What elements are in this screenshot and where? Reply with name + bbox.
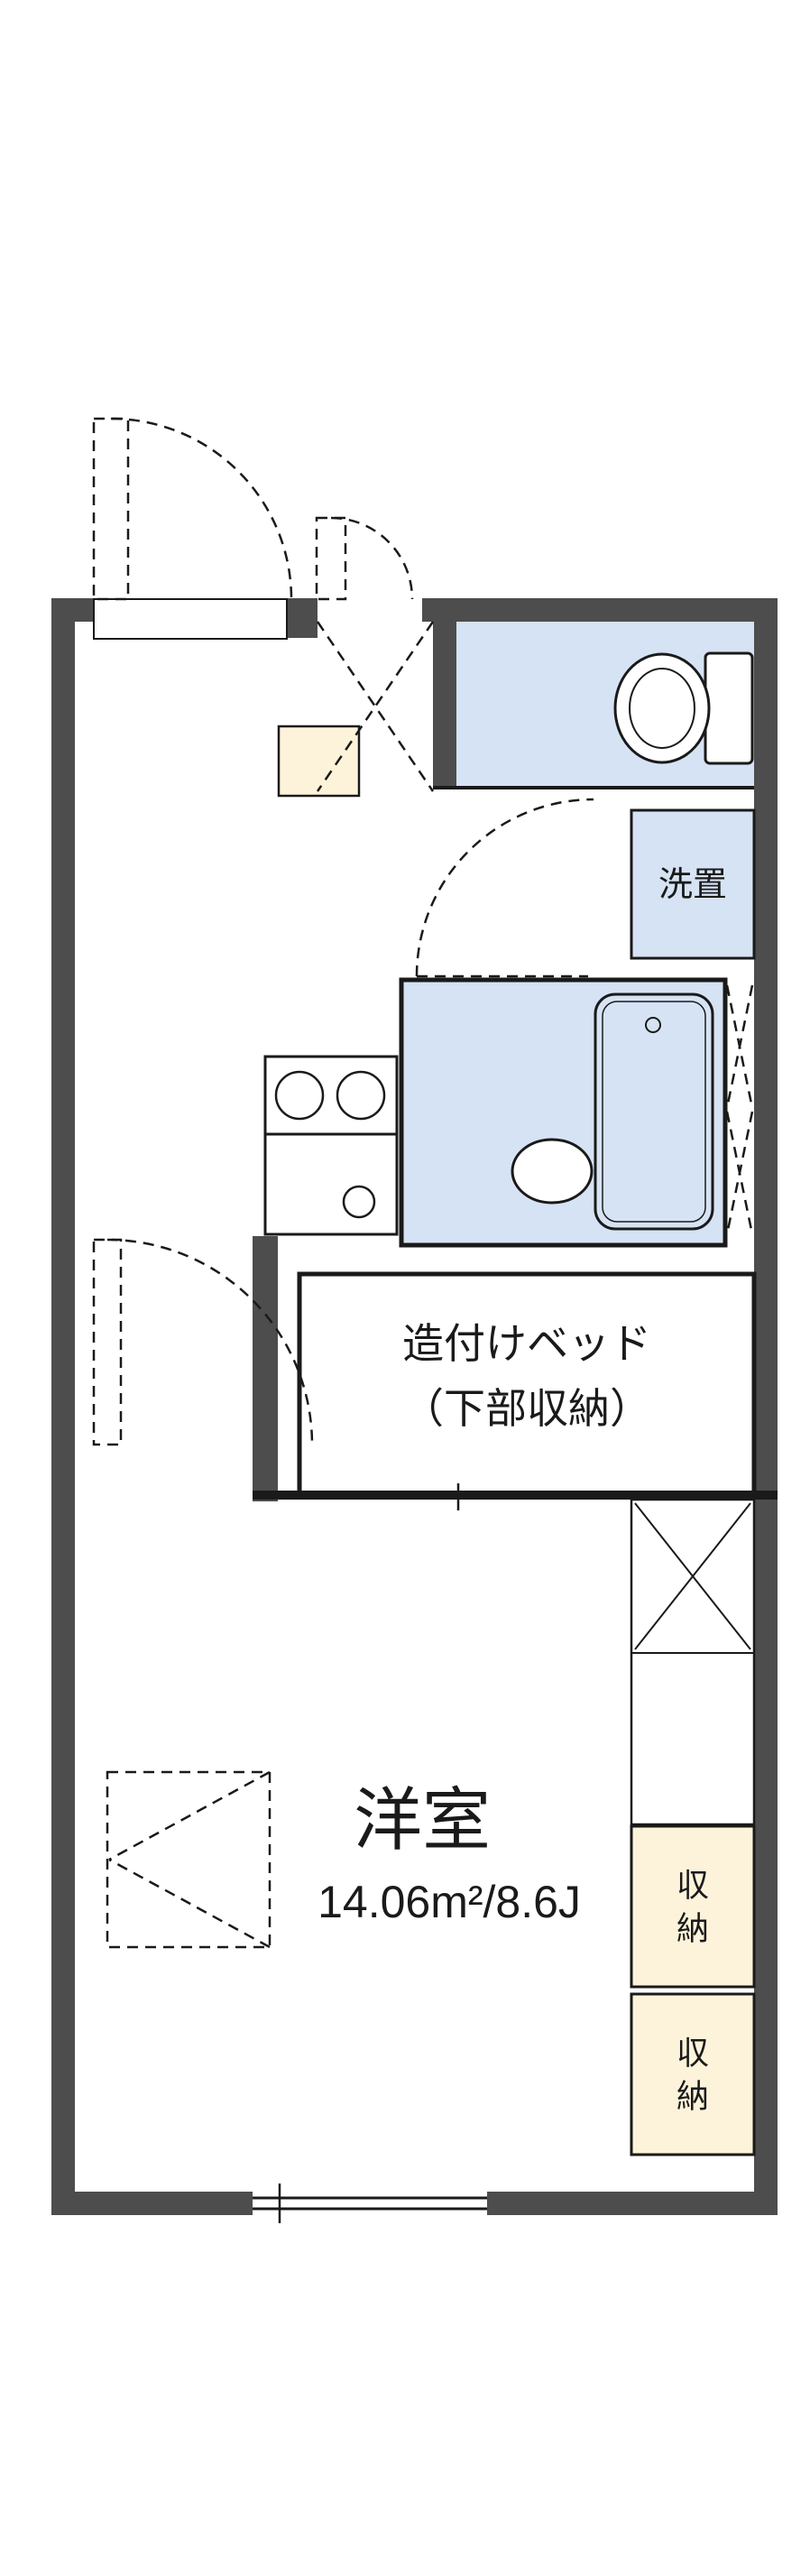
entry-step — [93, 598, 288, 640]
stove-burner-right — [336, 1070, 386, 1121]
side-shelf-column — [630, 1498, 756, 1826]
wall-top-left — [51, 598, 94, 622]
dashed-cabinet-arrow — [108, 1770, 271, 1949]
secondary-door-leaf — [315, 516, 347, 601]
bed-label-line2: （下部収納） — [402, 1385, 651, 1432]
dashed-symbols — [92, 417, 754, 1949]
storage-closet-lower — [630, 1992, 756, 2156]
wall-right — [754, 598, 778, 2215]
bath-fixtures — [511, 993, 714, 1231]
bathroom-door-swing-arc — [415, 798, 594, 977]
entry-door-leaf — [92, 417, 130, 601]
built-in-bed — [297, 1271, 757, 1497]
bathtub — [594, 993, 714, 1231]
wall-left — [51, 598, 75, 2215]
wash-basin — [511, 1138, 594, 1205]
room-door-leaf — [92, 1238, 123, 1446]
bed-label-line1: 造付けベッド — [402, 1320, 651, 1367]
storage-closet-upper — [630, 1824, 756, 1989]
entry-door-swing-arc — [110, 417, 293, 600]
washer-space — [630, 808, 756, 960]
outer-walls — [51, 598, 778, 2215]
dashed-cabinet-outline — [106, 1770, 272, 1949]
shoe-cabinet — [277, 725, 361, 798]
toilet-fixture — [613, 651, 754, 765]
washer-label: 洗置 — [658, 866, 727, 904]
wall-hall-partition — [253, 1236, 278, 1501]
storage-lower-label-char1: 収 — [677, 2035, 709, 2072]
entry-floor-x-mark — [316, 621, 435, 792]
sink-drain — [342, 1185, 376, 1219]
shelf-unit — [630, 1498, 756, 1826]
secondary-door-swing-arc — [330, 516, 414, 600]
toilet-room-bottom-line — [433, 786, 754, 789]
storage-lower-label-char2: 納 — [677, 2078, 709, 2115]
window-opening — [253, 2192, 487, 2215]
storage-upper-label-char1: 収 — [677, 1867, 709, 1904]
wall-bottom-left — [51, 2192, 253, 2215]
wall-top-stub — [287, 598, 318, 638]
shelf-diagonal-2 — [634, 1502, 751, 1650]
window-bottom — [253, 2184, 487, 2223]
toilet-tank — [704, 651, 754, 765]
toilet-seat — [629, 668, 695, 749]
wall-bottom-right — [487, 2192, 778, 2215]
bed-bottom-wall-line — [253, 1491, 778, 1500]
room-door-swing-arc — [106, 1238, 314, 1445]
wall-toilet-partition — [433, 622, 456, 789]
kitchen-sink — [263, 1132, 399, 1236]
pipe-space-hatch — [725, 984, 754, 1235]
main-room-name: 洋室 — [354, 1783, 491, 1860]
wall-top-right — [422, 598, 778, 622]
bathtub-drain — [645, 1017, 661, 1033]
stove-burner-left — [274, 1070, 325, 1121]
bathtub-rim — [602, 1001, 706, 1223]
main-room-area: 14.06m²/8.6J — [318, 1877, 581, 1927]
storage-upper-label-char2: 納 — [677, 1910, 709, 1947]
kitchen — [263, 1055, 399, 1236]
kitchen-stove — [263, 1055, 399, 1136]
